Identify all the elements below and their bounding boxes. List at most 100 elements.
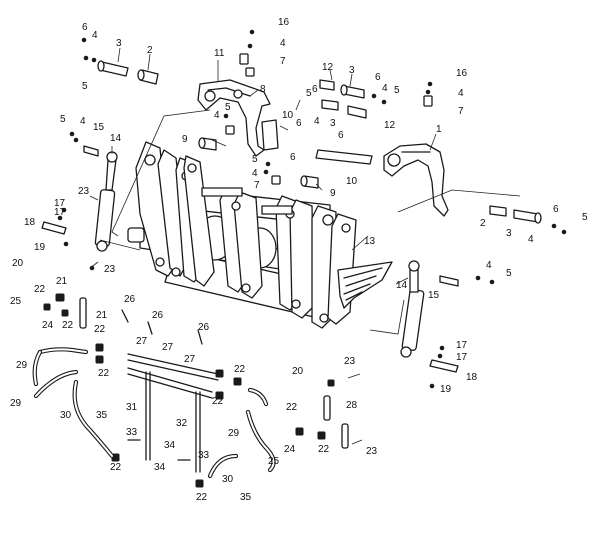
callout-13: 13: [364, 236, 376, 247]
callout-17: 17: [456, 352, 468, 363]
callout-30: 30: [222, 474, 234, 485]
callout-14: 14: [396, 280, 408, 291]
callout-17: 17: [54, 198, 66, 209]
callout-22: 22: [34, 284, 46, 295]
callout-8: 8: [260, 84, 266, 95]
callout-26: 26: [152, 310, 164, 321]
callout-25: 25: [10, 296, 22, 307]
callout-24: 24: [42, 320, 54, 331]
callout-26: 26: [124, 294, 136, 305]
callout-12: 12: [384, 120, 396, 131]
callout-5: 5: [394, 85, 400, 96]
callout-6: 6: [375, 72, 381, 83]
callout-6: 6: [296, 118, 302, 129]
callout-4: 4: [528, 234, 534, 245]
callout-6: 6: [82, 22, 88, 33]
callout-22: 22: [286, 402, 298, 413]
callout-22: 22: [62, 320, 74, 331]
callout-4: 4: [486, 260, 492, 271]
callout-18: 18: [24, 217, 36, 228]
callout-23: 23: [366, 446, 378, 457]
callout-22: 22: [318, 444, 330, 455]
right-cylinder: [400, 260, 425, 358]
callout-5: 5: [82, 81, 88, 92]
callout-2: 2: [147, 45, 153, 56]
callout-22: 22: [110, 462, 122, 473]
callout-7: 7: [254, 180, 260, 191]
callout-4: 4: [214, 110, 220, 121]
right-grab-arm: [383, 143, 449, 217]
callout-22: 22: [196, 492, 208, 503]
callout-1: 1: [436, 124, 442, 135]
callout-22: 22: [234, 364, 246, 375]
tine-plate: [337, 261, 393, 309]
callout-18: 18: [466, 372, 478, 383]
callout-5: 5: [306, 88, 312, 99]
callout-26: 26: [198, 322, 210, 333]
callout-4: 4: [280, 38, 286, 49]
callout-5: 5: [582, 212, 588, 223]
callout-17: 17: [456, 340, 468, 351]
callout-20: 20: [292, 366, 304, 377]
callout-4: 4: [80, 116, 86, 127]
callout-6: 6: [312, 84, 318, 95]
callout-19: 19: [440, 384, 452, 395]
callout-3: 3: [116, 38, 122, 49]
callout-5: 5: [252, 154, 258, 165]
callout-33: 33: [126, 427, 138, 438]
callout-4: 4: [314, 116, 320, 127]
callout-27: 27: [162, 342, 174, 353]
callout-7: 7: [458, 106, 464, 117]
callout-23: 23: [104, 264, 116, 275]
callout-22: 22: [98, 368, 110, 379]
callout-29: 29: [16, 360, 28, 371]
callout-10: 10: [346, 176, 358, 187]
callout-15: 15: [93, 122, 105, 133]
callout-14: 14: [110, 133, 122, 144]
callout-2: 2: [480, 218, 486, 229]
callout-32: 32: [176, 418, 188, 429]
callout-22: 22: [94, 324, 106, 335]
callout-21: 21: [56, 276, 68, 287]
callout-24: 24: [284, 444, 296, 455]
callout-33: 33: [198, 450, 210, 461]
callout-5: 5: [60, 114, 66, 125]
callout-3: 3: [349, 65, 355, 76]
callout-23: 23: [78, 186, 90, 197]
callout-9: 9: [182, 134, 188, 145]
callout-3: 3: [330, 118, 336, 129]
callout-19: 19: [34, 242, 46, 253]
callout-7: 7: [280, 56, 286, 67]
grapple-frame: [127, 141, 357, 329]
callout-6: 6: [338, 130, 344, 141]
pins-and-bushings: [41, 29, 567, 389]
leader-lines: [89, 47, 521, 445]
callout-3: 3: [506, 228, 512, 239]
left-cylinder: [94, 151, 118, 252]
callout-22: 22: [212, 396, 224, 407]
callout-17: 17: [54, 207, 66, 218]
callout-4: 4: [382, 83, 388, 94]
callout-27: 27: [136, 336, 148, 347]
callout-21: 21: [96, 310, 108, 321]
callout-11: 11: [214, 48, 225, 59]
callout-5: 5: [225, 102, 231, 113]
callout-30: 30: [60, 410, 72, 421]
callout-15: 15: [428, 290, 440, 301]
callout-20: 20: [12, 258, 24, 269]
callout-10: 10: [282, 110, 294, 121]
callout-labels: 6 4 3 2 5 16 4 7 11 8 5 4 9 10 6 12 3 6 …: [10, 17, 588, 503]
callout-35: 35: [96, 410, 108, 421]
callout-23: 23: [344, 356, 356, 367]
callout-16: 16: [278, 17, 290, 28]
callout-34: 34: [164, 440, 176, 451]
callout-16: 16: [456, 68, 468, 79]
hydraulic-fittings: [43, 293, 349, 488]
callout-31: 31: [126, 402, 138, 413]
callout-6: 6: [553, 204, 559, 215]
callout-29: 29: [228, 428, 240, 439]
callout-9: 9: [330, 188, 336, 199]
callout-12: 12: [322, 62, 334, 73]
callout-28: 28: [346, 400, 358, 411]
